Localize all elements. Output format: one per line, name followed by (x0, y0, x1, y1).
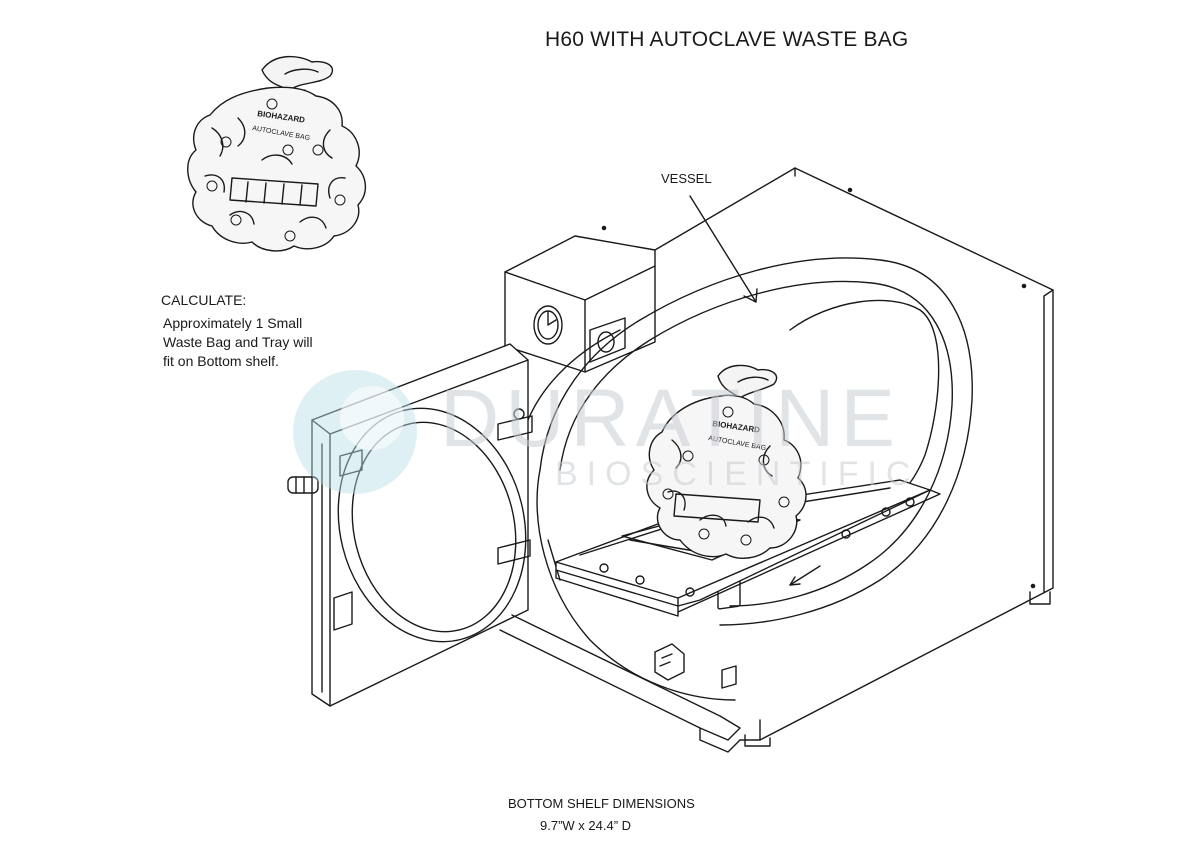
bottom-shelf-heading: BOTTOM SHELF DIMENSIONS (508, 796, 695, 811)
bottom-shelf-dimensions: 9.7”W x 24.4” D (540, 818, 632, 833)
watermark-logo-icon (293, 370, 417, 494)
vessel-leader-arrow (689, 195, 758, 303)
watermark-subtext: BIOSCIENTIFIC (555, 455, 920, 493)
waste-bag-on-tray-icon: BIOHAZARD AUTOCLAVE BAG (646, 364, 807, 559)
vessel-chamber (527, 257, 973, 701)
vessel-label: VESSEL (661, 171, 712, 186)
calculate-line: Waste Bag and Tray will (163, 334, 313, 350)
diagram-title: H60 WITH AUTOCLAVE WASTE BAG (545, 28, 909, 51)
watermark-text: DURATINE (440, 373, 902, 464)
waste-bag-icon: BIOHAZARD AUTOCLAVE BAG (187, 55, 366, 252)
calculate-heading: CALCULATE: (161, 292, 247, 308)
calculate-line: Approximately 1 Small (163, 315, 303, 331)
calculate-line: fit on Bottom shelf. (163, 353, 279, 369)
